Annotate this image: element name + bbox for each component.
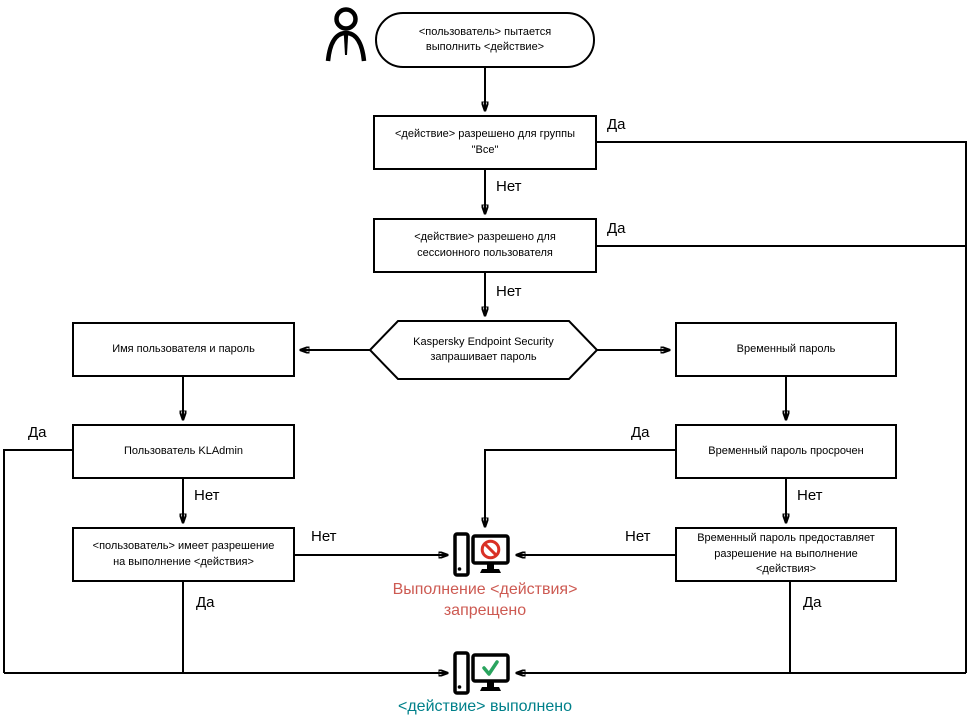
prohibition-icon [480, 539, 501, 560]
edge-label-yes: Да [631, 424, 650, 441]
username-password-node: Имя пользователя и пароль [72, 322, 295, 377]
kladmin-user-node: Пользователь KLAdmin [72, 424, 295, 479]
edge-label-no: Нет [496, 178, 522, 195]
allowed-for-everyone-node: <действие> разрешено для группы "Все" [373, 115, 597, 170]
temp-password-expired-node: Временный пароль просрочен [675, 424, 897, 479]
person-icon [325, 7, 367, 62]
edge-label-no: Нет [625, 528, 651, 545]
edge-label-yes: Да [607, 116, 626, 133]
edge-label-yes: Да [607, 220, 626, 237]
allowed-for-session-user-node: <действие> разрешено для сессионного пол… [373, 218, 597, 273]
edge-label-no: Нет [194, 487, 220, 504]
action-denied-text: Выполнение <действия> запрещено [392, 581, 578, 619]
user-has-permission-node: <пользователь> имеет разрешение на выпол… [72, 527, 295, 582]
edge-label-yes: Да [28, 424, 47, 441]
edge-label-yes: Да [803, 594, 822, 611]
temporary-password-node: Временный пароль [675, 322, 897, 377]
edge-label-no: Нет [797, 487, 823, 504]
checkmark-icon [482, 660, 499, 676]
computer-done-icon [453, 651, 510, 695]
temp-password-grants-permission-node: Временный пароль предоставляет разрешени… [675, 527, 897, 582]
kes-prompts-password-node: Kaspersky Endpoint Security запрашивает … [413, 335, 554, 363]
action-done-text: <действие> выполнено [398, 698, 572, 715]
edge-label-yes: Да [196, 594, 215, 611]
computer-blocked-icon [453, 532, 510, 577]
edge-label-no: Нет [311, 528, 337, 545]
start-node: <пользователь> пытается выполнить <дейст… [375, 12, 595, 68]
edge-label-no: Нет [496, 283, 522, 300]
